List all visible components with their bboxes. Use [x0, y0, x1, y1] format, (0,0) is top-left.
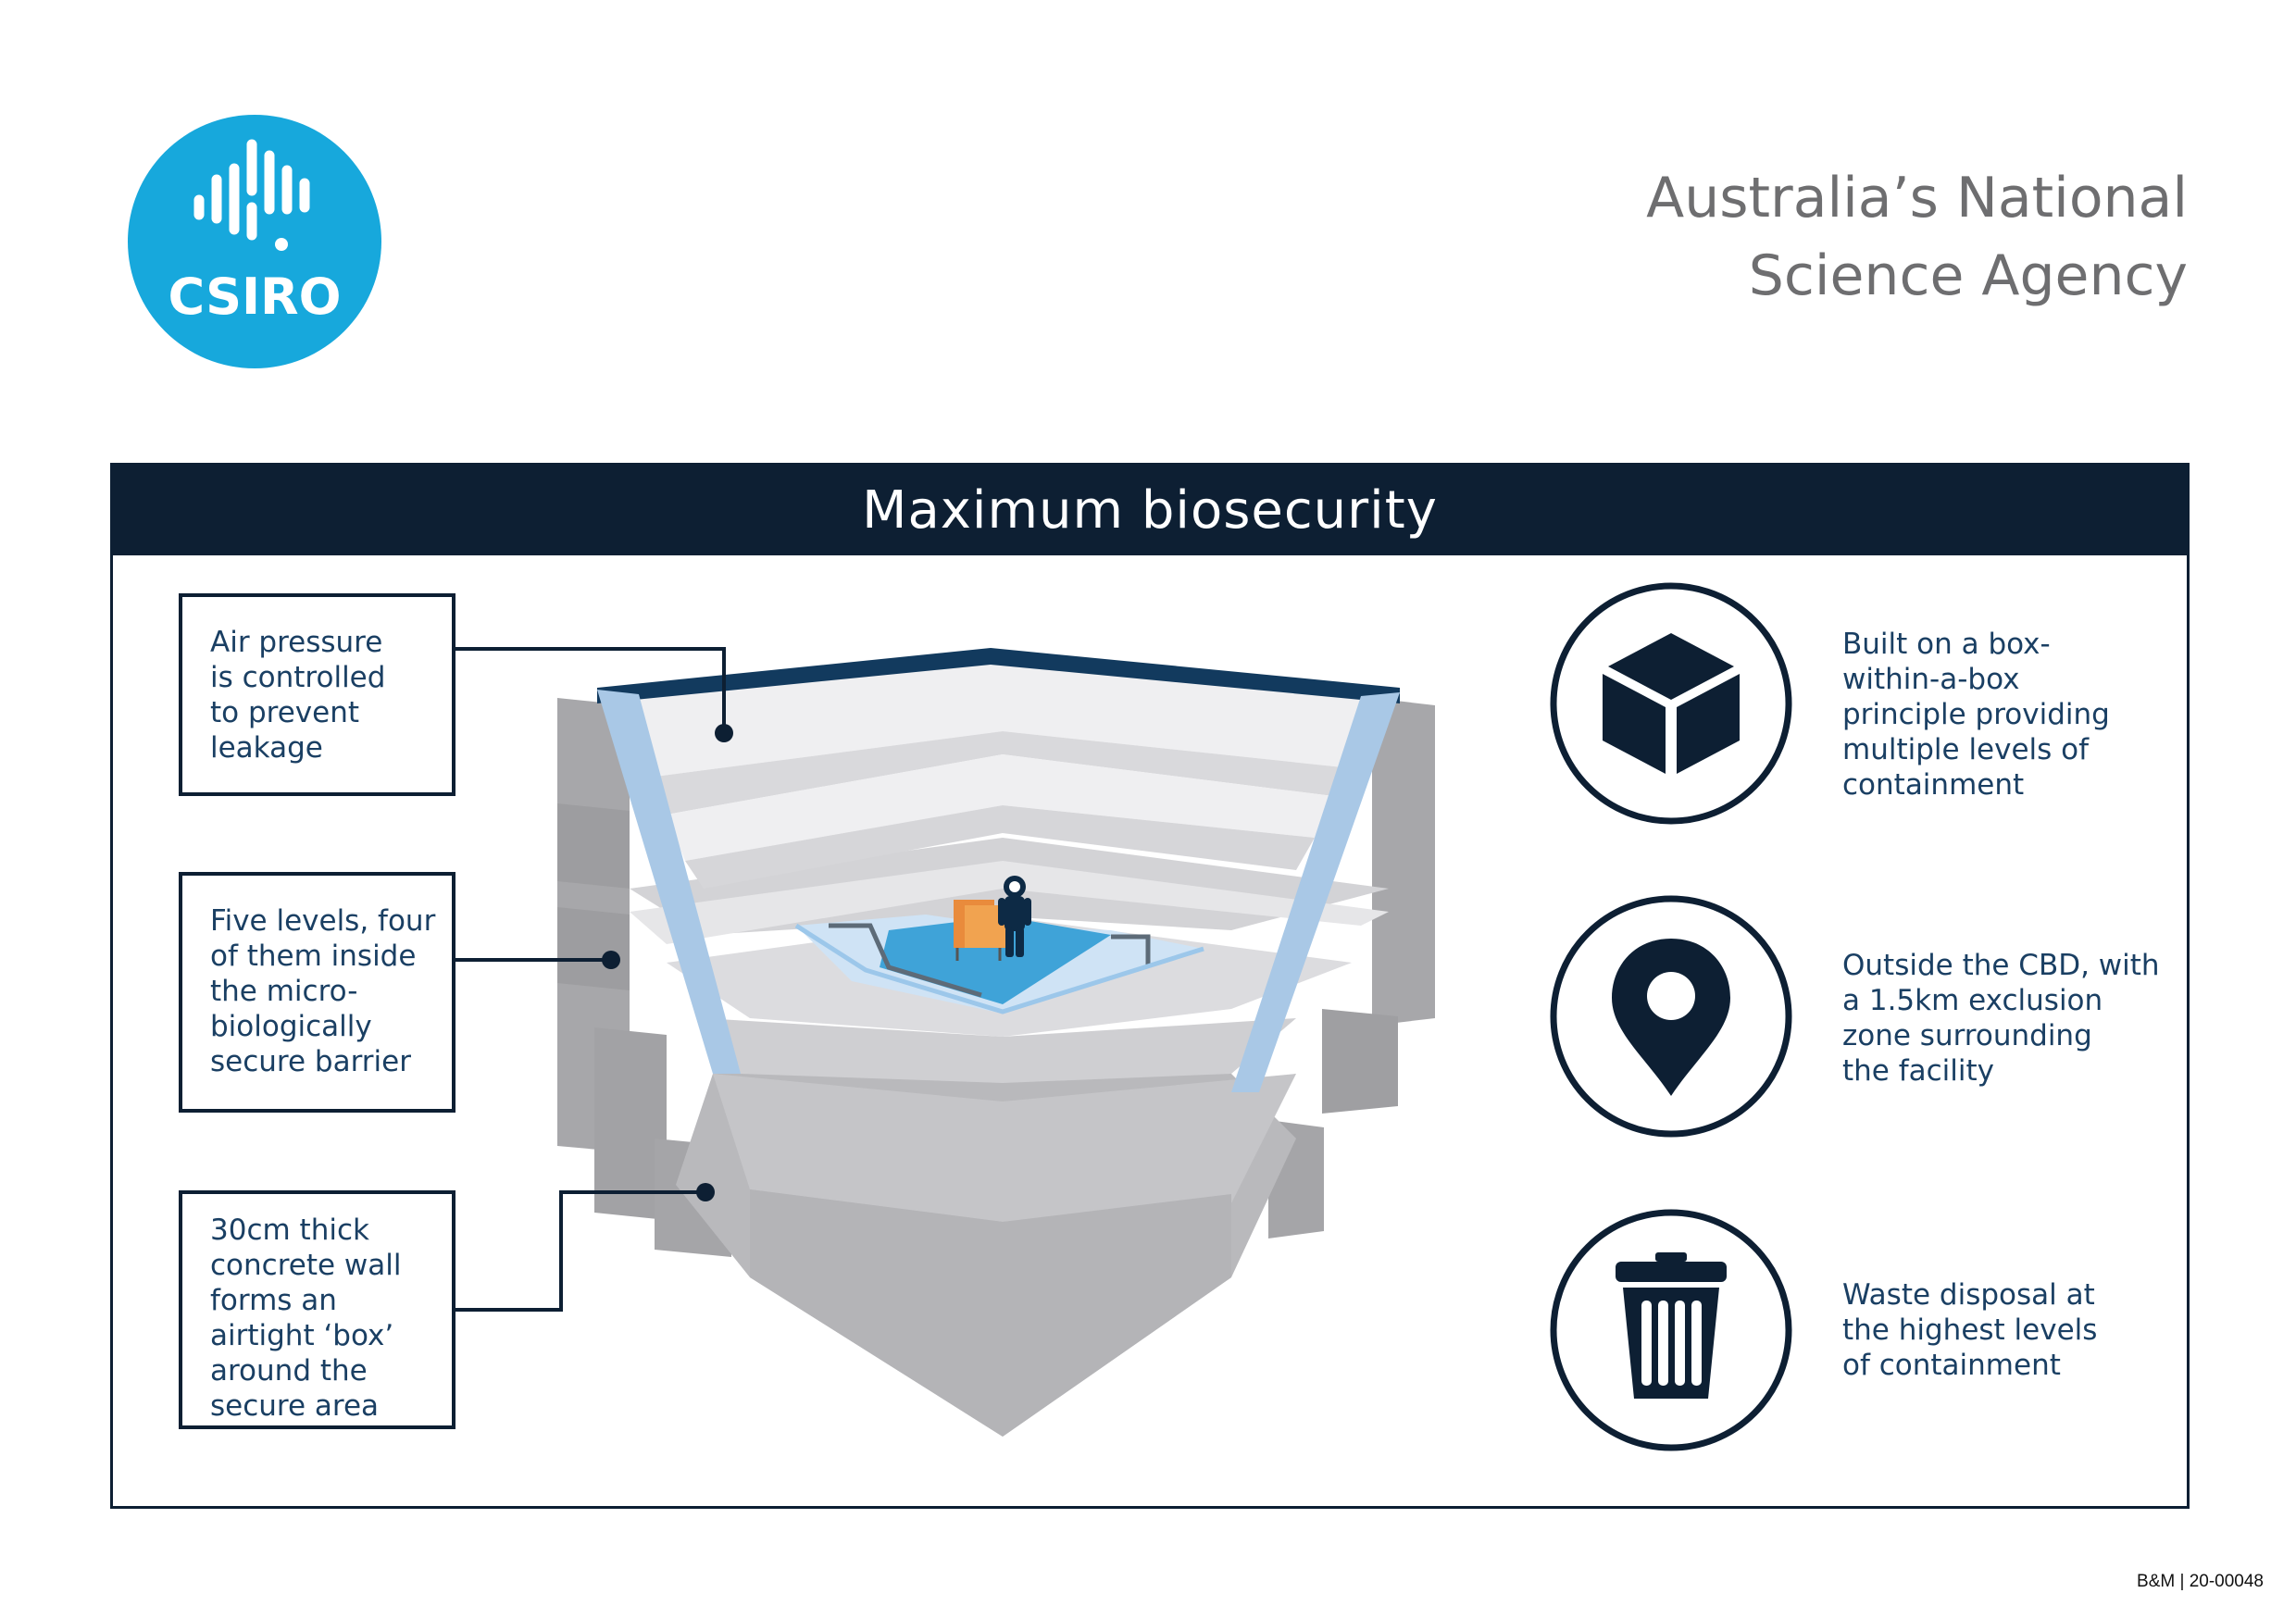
location-pin-icon: [1550, 895, 1792, 1138]
callout-text-line: Air pressure: [210, 626, 383, 659]
footer-code: B&M | 20-00048: [2137, 1572, 2264, 1591]
callout-text-line: secure area: [210, 1389, 380, 1423]
feature-box-within-box: Built on a box- within-a-box principle p…: [1842, 627, 2110, 803]
callout-text-line: of them inside: [210, 940, 417, 973]
callout-text-line: airtight ‘box’: [210, 1319, 394, 1352]
feature-text-line: multiple levels of: [1842, 733, 2090, 766]
feature-text-line: Built on a box-: [1842, 628, 2051, 661]
callout-text-line: secure barrier: [210, 1045, 411, 1078]
feature-text-line: zone surrounding: [1842, 1019, 2092, 1052]
floor-level-2: [667, 754, 1333, 861]
agency-line-2: Science Agency: [1748, 243, 2188, 308]
glass-wall-left: [597, 690, 741, 1074]
feature-location: Outside the CBD, with a 1.5km exclusion …: [1842, 948, 2160, 1089]
roof: [597, 648, 1400, 703]
feature-text-line: principle providing: [1842, 698, 2110, 731]
panel-title: Maximum biosecurity: [113, 466, 2187, 555]
leader-air-pressure: [455, 647, 726, 731]
logo-wordmark: CSIRO: [168, 268, 341, 326]
callout-five-levels: Five levels, four of them inside the mic…: [179, 872, 455, 1113]
callout-text-line: the micro-: [210, 975, 358, 1008]
trash-bin-icon: [1550, 1209, 1792, 1451]
agency-tagline: Australia’s National Science Agency: [1354, 159, 2188, 315]
box-icon: [1550, 582, 1792, 825]
scientist-figure: [998, 876, 1031, 957]
feature-text-line: within-a-box: [1842, 663, 2020, 696]
callout-text-line: biologically: [210, 1010, 372, 1043]
leader-concrete-wall: [455, 1190, 704, 1312]
feature-text-line: Waste disposal at: [1842, 1278, 2095, 1312]
feature-text-line: the facility: [1842, 1054, 1995, 1088]
callout-text-line: around the: [210, 1354, 368, 1388]
callout-air-pressure: Air pressure is controlled to prevent le…: [179, 593, 455, 796]
callout-concrete-wall: 30cm thick concrete wall forms an airtig…: [179, 1190, 455, 1429]
feature-text-line: a 1.5km exclusion: [1842, 984, 2103, 1017]
outer-wall-right: [1372, 698, 1435, 1026]
callout-text-line: forms an: [210, 1284, 337, 1317]
agency-line-1: Australia’s National: [1646, 166, 2188, 230]
feature-text-line: Outside the CBD, with: [1842, 949, 2160, 982]
callout-text-line: 30cm thick: [210, 1214, 369, 1247]
callout-text-line: Five levels, four: [210, 904, 436, 938]
feature-text-line: the highest levels: [1842, 1313, 2098, 1347]
glass-wall-right: [1231, 692, 1400, 1092]
feature-text-line: of containment: [1842, 1349, 2061, 1382]
callout-text-line: leakage: [210, 731, 323, 765]
callout-text-line: is controlled: [210, 661, 386, 694]
feature-text-line: containment: [1842, 768, 2025, 802]
callout-text-line: to prevent: [210, 696, 360, 729]
callout-text-line: concrete wall: [210, 1249, 402, 1282]
feature-waste-disposal: Waste disposal at the highest levels of …: [1842, 1277, 2097, 1383]
csiro-logo-icon: CSIRO: [128, 115, 381, 368]
